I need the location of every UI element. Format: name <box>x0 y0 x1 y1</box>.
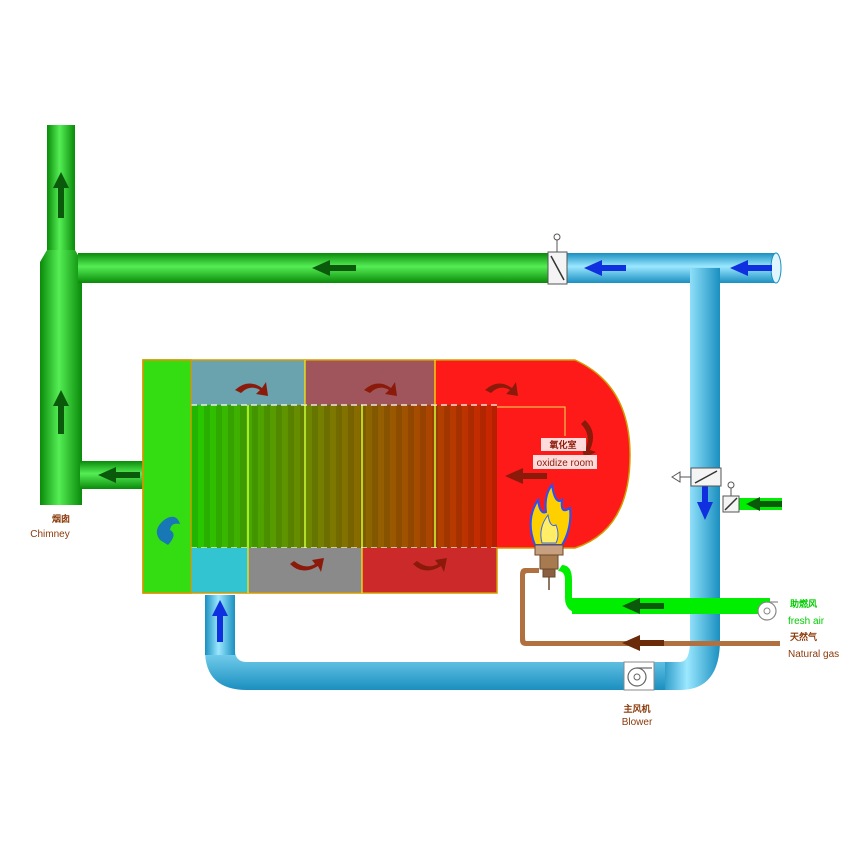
flow-arrow-icon <box>413 558 447 572</box>
fresh-air-valve[interactable] <box>722 481 740 513</box>
exhaust-header-pipe <box>78 253 548 283</box>
fresh-air-label-cn: 助燃风 <box>790 598 817 610</box>
blower[interactable]: 主风机 Blower <box>622 661 655 728</box>
arrow-left-icon <box>730 260 772 276</box>
exhaust-damper-valve[interactable] <box>547 233 568 285</box>
natural-gas-label-en: Natural gas <box>788 649 839 660</box>
flame-icon <box>529 482 572 546</box>
bottom-chamber-3 <box>362 548 497 593</box>
bottom-chamber-1 <box>191 548 248 593</box>
arrow-left-icon <box>584 260 626 276</box>
blower-label-en: Blower <box>622 717 653 728</box>
arrow-left-icon <box>746 497 782 511</box>
arrow-left-icon <box>312 260 356 276</box>
bypass-valve[interactable] <box>671 467 722 487</box>
oxidize-room-label-en: oxidize room <box>537 458 594 469</box>
chimney-label-en: Chimney <box>30 529 69 540</box>
arrow-left-icon <box>98 467 140 483</box>
flow-arrow-icon <box>290 558 324 572</box>
fresh-air-pipe <box>558 565 770 614</box>
oxidize-room <box>435 360 630 548</box>
burner <box>529 482 572 590</box>
chimney <box>40 125 82 505</box>
blower-label-cn: 主风机 <box>623 703 650 715</box>
flow-arrow-icon <box>364 382 397 396</box>
chimney-label-cn: 烟囱 <box>52 513 70 525</box>
arrow-up-icon <box>212 600 228 642</box>
arrow-up-icon <box>53 390 69 434</box>
chimney-stack-body <box>40 250 82 505</box>
arrow-left-icon <box>622 598 664 614</box>
rto-unit: 氧化室 oxidize room <box>142 359 631 594</box>
fresh-air-inlet <box>738 497 782 511</box>
fresh-air-fan[interactable] <box>757 601 778 621</box>
natural-gas-pipe <box>520 568 780 651</box>
inlet-riser-pipe <box>660 268 720 690</box>
flow-arrow-icon <box>485 382 518 396</box>
flow-arrow-icon <box>235 382 268 396</box>
outlet-plenum <box>142 359 192 594</box>
arrow-left-icon <box>622 635 664 651</box>
blower-return-pipe <box>205 595 665 690</box>
top-chamber-2 <box>305 360 435 405</box>
arrow-down-icon <box>697 486 713 520</box>
oxidize-room-label-cn: 氧化室 <box>548 439 576 451</box>
natural-gas-label-cn: 天然气 <box>790 631 817 643</box>
top-chamber-1 <box>191 360 305 405</box>
arrow-left-icon <box>505 468 547 484</box>
fresh-air-label-en: fresh air <box>788 616 825 627</box>
exhaust-outlet-pipe <box>80 461 144 489</box>
inlet-header-pipe <box>566 252 782 284</box>
flow-arrow-icon <box>156 516 180 545</box>
arrow-up-icon <box>53 172 69 218</box>
